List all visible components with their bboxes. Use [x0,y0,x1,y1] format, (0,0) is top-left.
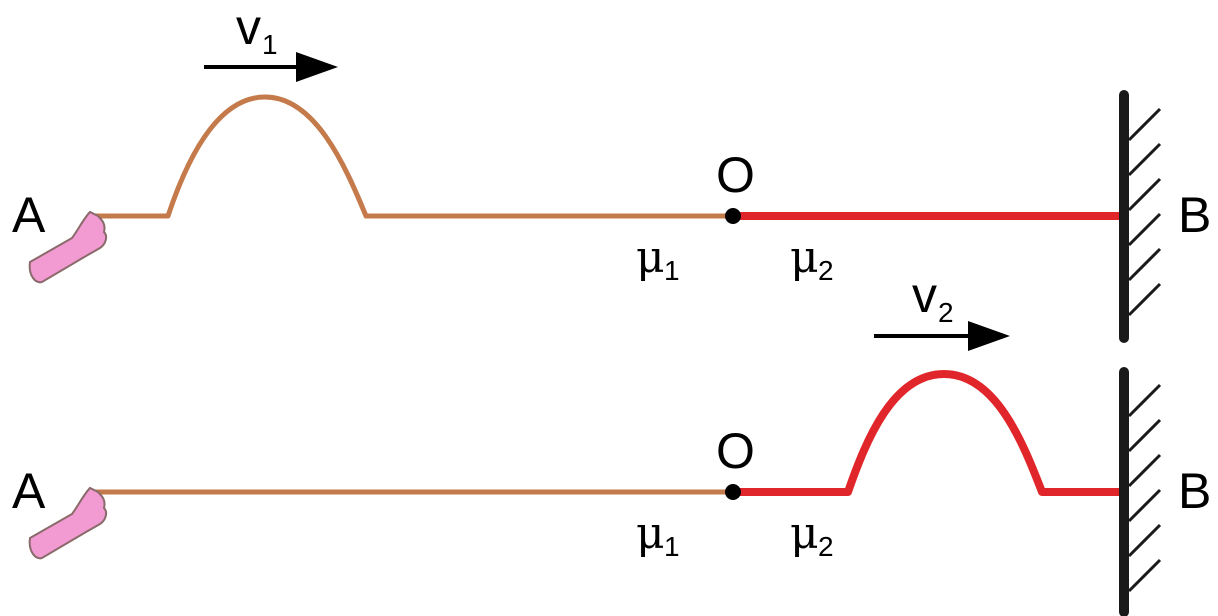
velocity-arrow-top [204,52,338,82]
junction-label-bottom: O [716,423,755,479]
velocity-arrow-bottom [874,321,1010,351]
string-1-top [92,94,733,219]
wall-top [1119,90,1162,343]
mu1-label-top: μ [636,232,665,283]
mu2-subscript-top: 2 [818,255,834,286]
wall-bottom [1119,367,1162,616]
velocity-subscript-top: 1 [262,29,278,60]
velocity-label-top: v [236,0,261,55]
mu2-subscript-bottom: 2 [818,531,834,562]
junction-point-bottom [725,484,741,500]
hand-icon-bottom [28,486,108,560]
end-label-a-top: A [12,187,46,243]
panel-top: v 1 O μ 1 μ 2 [12,0,1211,343]
end-label-a-bottom: A [12,463,46,519]
mu2-label-top: μ [790,232,819,283]
mu1-label-bottom: μ [636,508,665,559]
mu1-subscript-bottom: 1 [664,531,680,562]
mu1-subscript-top: 1 [664,255,680,286]
mu2-label-bottom: μ [790,508,819,559]
end-label-b-top: B [1178,187,1211,243]
velocity-subscript-bottom: 2 [938,297,954,328]
hand-icon-top [28,210,108,284]
string-2-bottom [733,370,1120,496]
junction-label-top: O [716,147,755,203]
velocity-label-bottom: v [912,267,937,323]
panel-bottom: v 2 O μ 1 μ 2 [12,267,1211,616]
end-label-b-bottom: B [1178,463,1211,519]
junction-point-top [725,208,741,224]
